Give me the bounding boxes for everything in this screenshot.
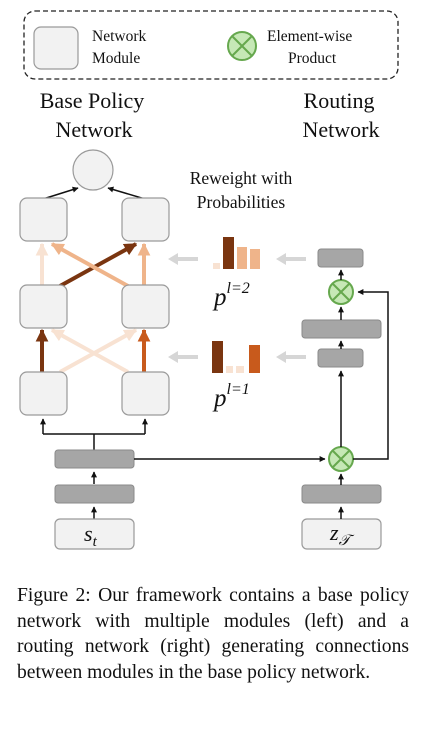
loop-product-lower-to-upper — [353, 289, 389, 460]
output-node — [72, 149, 114, 191]
conn-l1-right-to-l2-left — [50, 328, 129, 374]
base-policy-title-line1: Base Policy — [40, 88, 145, 113]
prob-bar-l2-4 — [250, 249, 260, 269]
state-input-label: st — [84, 521, 98, 550]
base-shared-layer-upper — [54, 449, 135, 469]
prob-label-l1: pl=1 — [212, 381, 250, 412]
framework-diagram: Network Module Element-wise Product Base… — [19, 10, 399, 550]
gray-arrowhead-p2-to-base — [168, 253, 178, 265]
conn-l2-right-to-l3-left — [50, 242, 129, 288]
routing-layer1b — [301, 319, 382, 339]
conn-l2-left-to-l3-right — [59, 242, 138, 288]
legend-module-swatch — [33, 26, 79, 70]
prob-bar-l2-3 — [237, 247, 247, 269]
reweight-label-line2: Probabilities — [197, 192, 286, 212]
arrow-top-left-to-output — [42, 186, 79, 200]
prob-label-l2: pl=2 — [212, 280, 250, 311]
element-wise-product-upper-icon — [328, 279, 354, 305]
prob-bar-l1-4 — [249, 345, 260, 373]
element-wise-product-lower-icon — [328, 446, 354, 472]
probability-l2: pl=2 — [168, 237, 306, 311]
module-layer3-right — [121, 197, 170, 242]
gray-arrowhead-p1-to-base — [168, 351, 178, 363]
legend-module-label-line1: Network — [92, 28, 146, 45]
figure-caption: Figure 2: Our framework contains a base … — [17, 585, 409, 683]
reweight-label-line1: Reweight with — [190, 168, 293, 188]
routing-layer1 — [317, 348, 364, 368]
prob-bar-l1-1 — [212, 341, 223, 373]
module-layer1-right — [121, 371, 170, 416]
legend-product-icon — [227, 31, 257, 61]
base-policy-network: st — [19, 149, 170, 550]
routing-embedding-layer — [301, 484, 382, 504]
conn-l1-left-to-l2-right — [59, 328, 138, 374]
module-layer2-right — [121, 284, 170, 329]
routing-title-line1: Routing — [304, 88, 375, 113]
arrow-top-right-to-output — [107, 186, 146, 200]
legend: Network Module Element-wise Product — [23, 10, 399, 80]
routing-title-line2: Network — [303, 117, 380, 142]
base-policy-title-line2: Network — [56, 117, 133, 142]
prob-bar-l1-2 — [226, 366, 233, 373]
legend-product-label-line2: Product — [288, 50, 337, 67]
gray-arrowhead-routing-to-p2 — [276, 253, 286, 265]
fanout-connector — [43, 433, 145, 450]
gray-arrowhead-routing-to-p1 — [276, 351, 286, 363]
legend-frame — [23, 10, 399, 80]
state-input-box — [54, 518, 135, 550]
legend-module-label-line2: Module — [92, 50, 140, 67]
prob-bar-l2-2 — [223, 237, 234, 269]
prob-bar-l2-1 — [213, 263, 220, 269]
legend-product-label-line1: Element-wise — [267, 28, 352, 45]
module-layer2-left — [19, 284, 68, 329]
prob-bar-l1-3 — [236, 366, 244, 373]
probability-l1: pl=1 — [168, 341, 306, 412]
module-layer1-left — [19, 371, 68, 416]
routing-layer2 — [317, 248, 364, 268]
base-shared-layer-lower — [54, 484, 135, 504]
module-layer3-left — [19, 197, 68, 242]
routing-network: z𝒯 — [134, 248, 389, 550]
